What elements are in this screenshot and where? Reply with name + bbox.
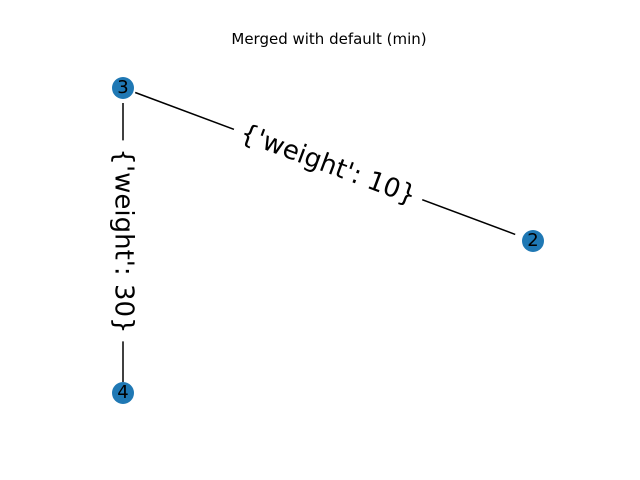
- graph-node: 4: [112, 382, 134, 404]
- graph-node-label: 4: [117, 382, 129, 403]
- figure-title: Merged with default (min): [231, 30, 427, 48]
- graph-node-label: 2: [527, 230, 539, 251]
- graph-node: 2: [522, 230, 544, 252]
- graph-node: 3: [112, 77, 134, 99]
- graph-node-label: 3: [117, 77, 129, 98]
- edge-label: {'weight': 30}: [106, 139, 140, 342]
